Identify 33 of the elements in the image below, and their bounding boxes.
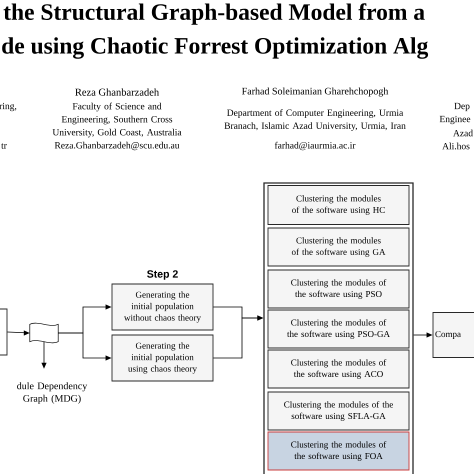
author-text: Azad (453, 130, 473, 136)
author-name: Reza Ghanbarzadeh (75, 88, 159, 96)
process-box: Clustering the modules of the software using PSO (268, 270, 410, 308)
author-name: Farhad Soleimanian Gharehchopogh (242, 87, 388, 97)
affiliation-text: Department of Computer Engineering, Urmia Branach, Islamic Azad University, Urmia, Iran (224, 109, 406, 131)
author-text: Dep (454, 102, 470, 112)
process-box (0, 308, 8, 356)
process-box: Clustering the modules of the software using PSO-GA (268, 310, 410, 348)
arrow (58, 332, 112, 361)
arrow (41, 341, 47, 369)
email-address: Reza.Ghanbarzadeh@scu.edu.au (54, 142, 180, 150)
author-text: Ali.hos (442, 142, 470, 150)
arrow (413, 332, 433, 338)
process-box: Clustering the modules of the software using GA (268, 228, 410, 266)
title-text: de using Chaotic Forrest Optimization Alg (2, 37, 428, 59)
title-text: the Structural Graph-based Model from a (4, 3, 425, 25)
process-box: Clustering the modules of the software using FOA (268, 432, 410, 470)
affiliation-text: Faculty of Science and Engineering, Southern Cross University, Gold Coast, Australia (52, 102, 182, 138)
author-text: tr (1, 143, 7, 149)
caption-text: dule Dependency Graph (MDG) (17, 382, 88, 404)
author-text: Enginee (440, 116, 470, 124)
step-label: Step 2 (147, 270, 178, 280)
process-box: Clustering the modules of the software using SFLA-GA (268, 392, 410, 430)
arrow (213, 315, 264, 358)
container-box (263, 182, 414, 474)
process-box: Clustering the modules of the software using HC (268, 185, 410, 225)
process-box: Generating the initial population without chaos theory (112, 284, 214, 330)
process-box: Compa (432, 312, 474, 358)
process-box: Clustering the modules of the software using ACO (268, 350, 410, 388)
document-symbol (29, 322, 59, 344)
arrow (7, 330, 30, 336)
process-box: Generating the initial population using chaos theory (112, 334, 214, 382)
email-address: farhad@iaurmia.ac.ir (274, 142, 356, 150)
